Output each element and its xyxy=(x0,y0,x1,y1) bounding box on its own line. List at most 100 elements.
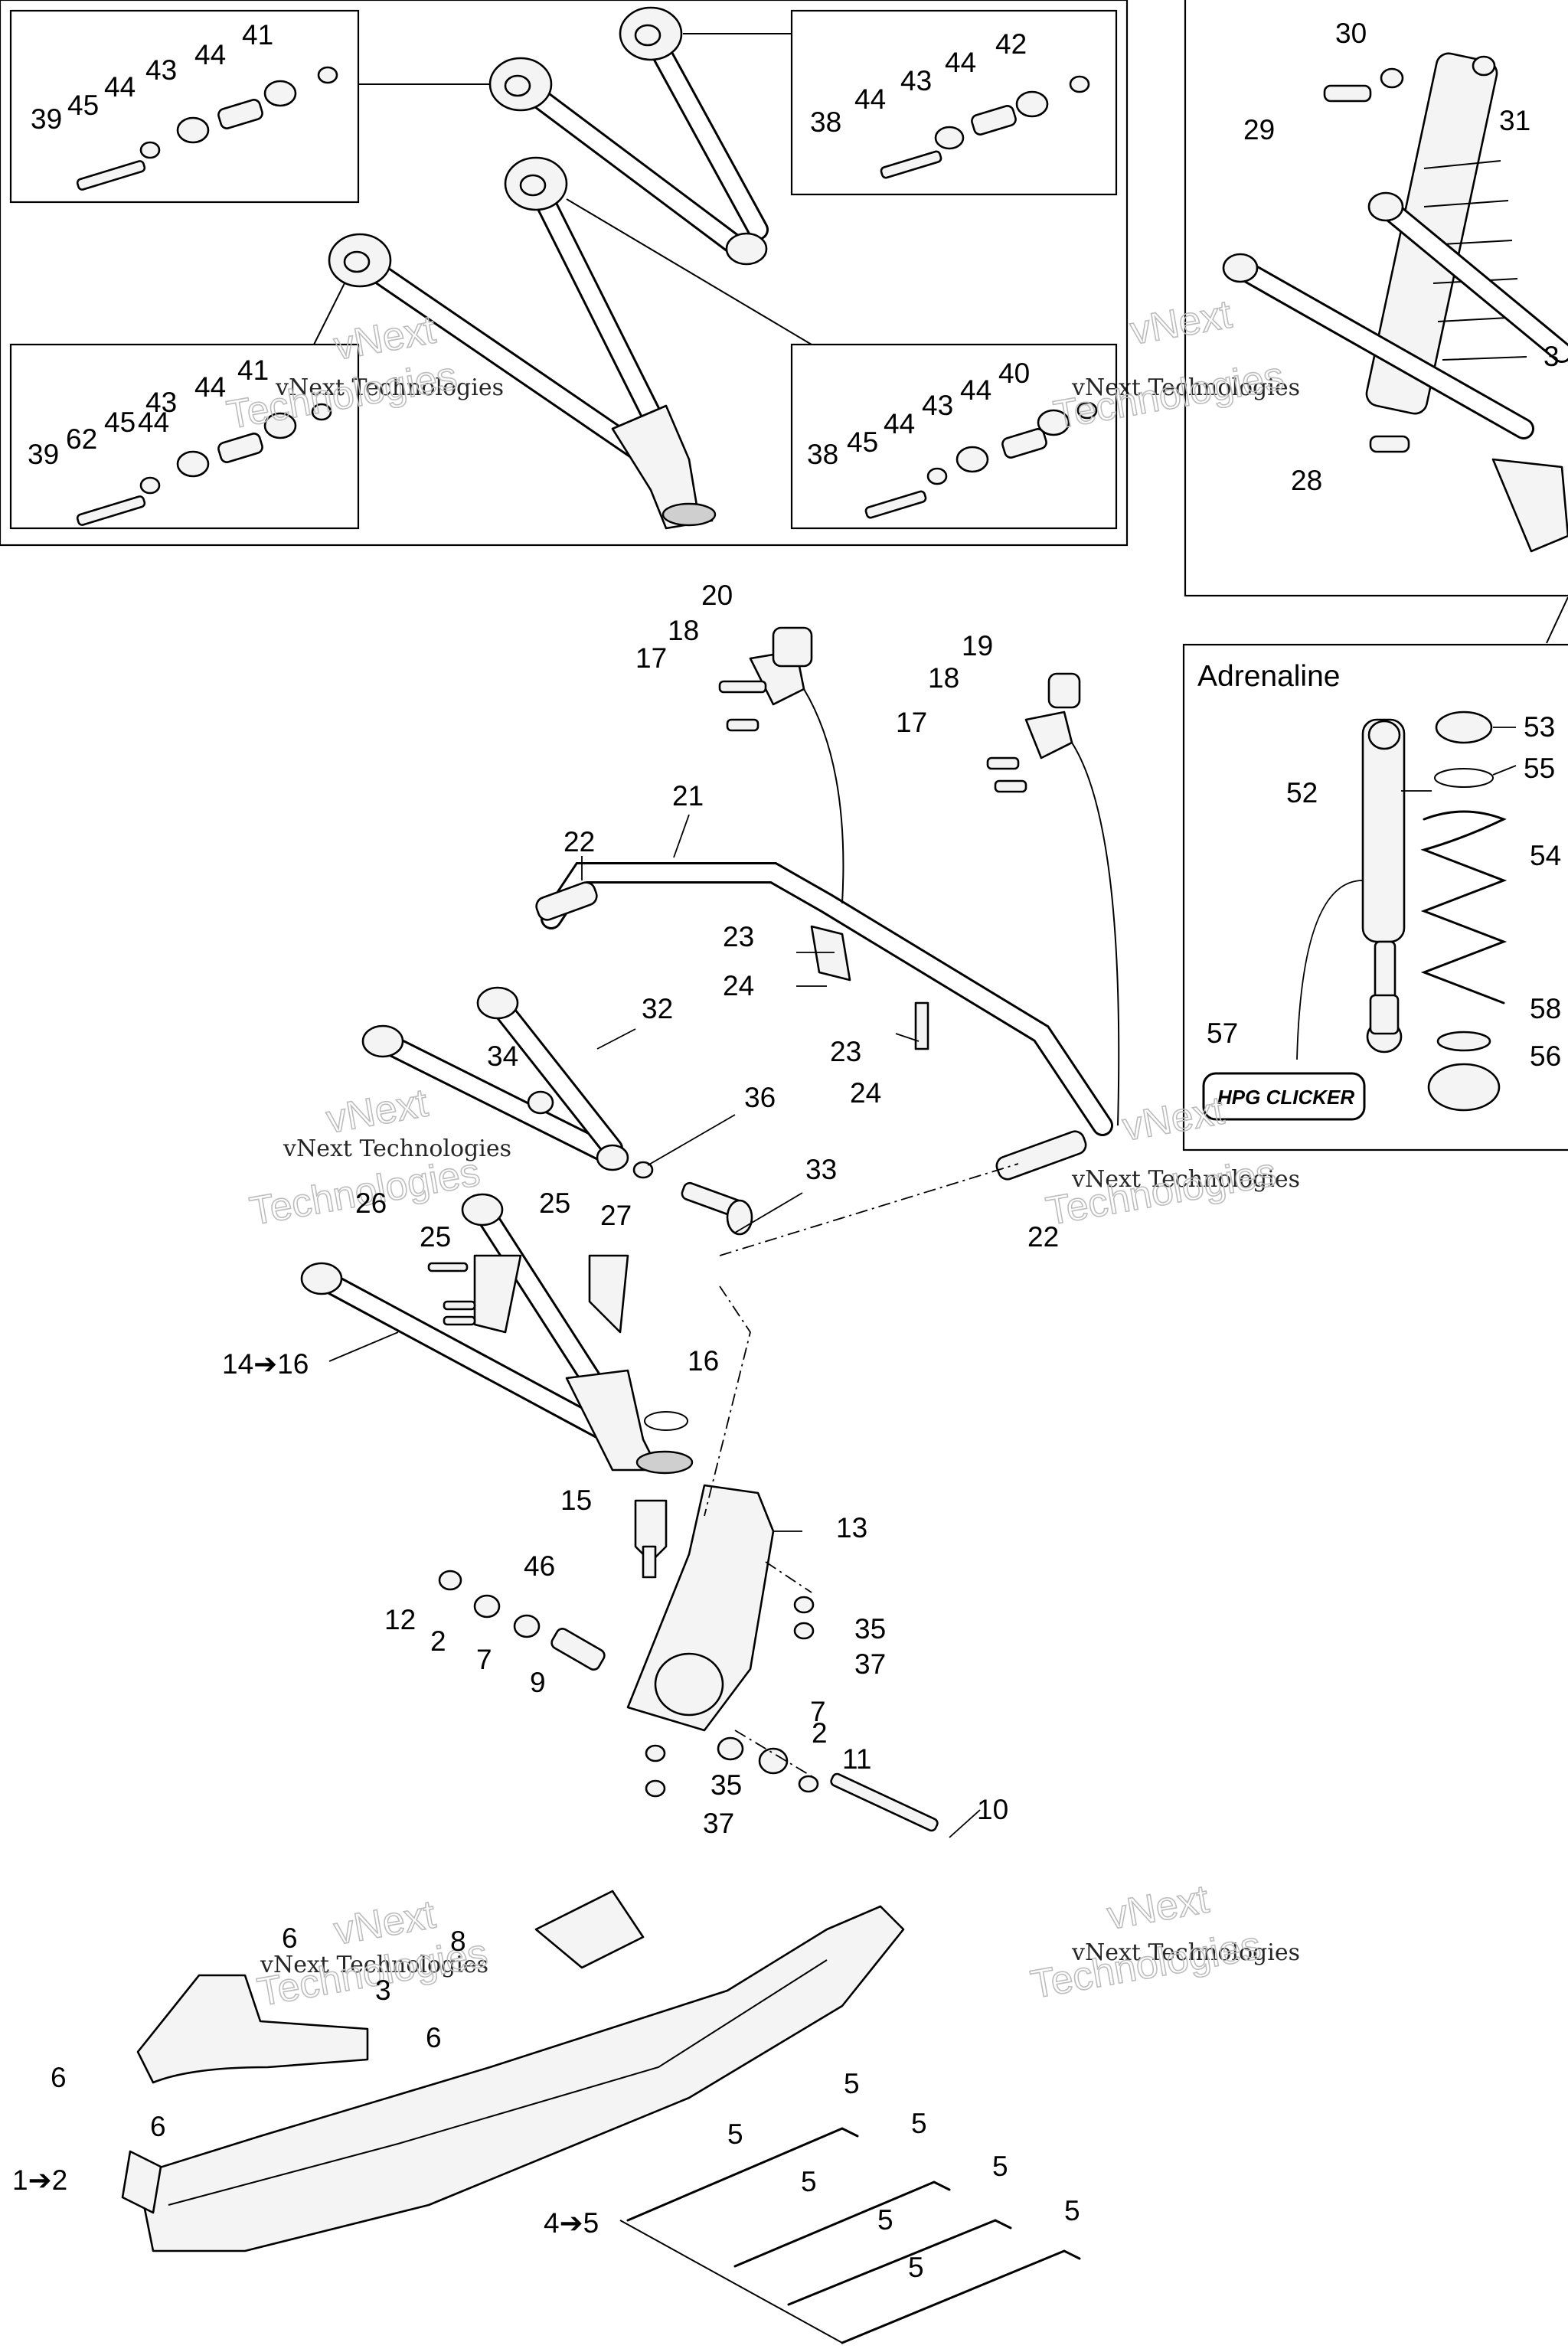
callout: 39 xyxy=(31,103,62,135)
callout: 5 xyxy=(727,2118,743,2150)
callout-labels: 41 44 43 44 45 39 42 44 43 44 38 30 29 3… xyxy=(12,18,1561,2283)
hpg-clicker-logo: HPG CLICKER xyxy=(1202,1072,1366,1121)
leader-lines xyxy=(328,727,1517,1838)
callout: 22 xyxy=(1027,1221,1059,1253)
spindle-hardware xyxy=(438,1570,939,1832)
callout: 39 xyxy=(28,439,59,470)
callout: 16 xyxy=(688,1345,719,1377)
callout: 24 xyxy=(723,970,754,1001)
ski-runners xyxy=(619,2127,1081,2344)
callout: 30 xyxy=(1335,18,1367,49)
callout: 36 xyxy=(744,1082,776,1113)
callout: 44 xyxy=(960,374,991,406)
callout: 25 xyxy=(420,1221,451,1253)
hardware-stack-bottom-right xyxy=(864,401,1098,519)
hardware-box-bottom-right xyxy=(790,343,1118,530)
callout: 23 xyxy=(830,1036,861,1067)
svg-text:vNext: vNext xyxy=(323,1081,432,1142)
callout: 44 xyxy=(194,371,226,403)
upper-detail-frame xyxy=(0,0,1129,547)
callout: 46 xyxy=(524,1550,555,1582)
callout: 55 xyxy=(1524,753,1555,784)
callout: 7 xyxy=(476,1644,492,1675)
hardware-stack-top-right xyxy=(880,75,1090,179)
callout: 5 xyxy=(801,2166,817,2197)
callout: 23 xyxy=(723,921,754,952)
callout: 5 xyxy=(1064,2195,1080,2226)
callout: 11 xyxy=(842,1743,871,1775)
callout: 20 xyxy=(701,580,733,611)
callout: 44 xyxy=(854,83,886,115)
callout: 54 xyxy=(1530,840,1561,871)
callout: 40 xyxy=(998,358,1030,389)
callout: 43 xyxy=(145,54,177,86)
callout: 32 xyxy=(642,993,673,1024)
callout: 43 xyxy=(900,65,932,96)
callout: 34 xyxy=(487,1040,518,1072)
callout: 27 xyxy=(600,1200,632,1231)
spindle xyxy=(626,1484,775,1732)
callout: 38 xyxy=(807,439,838,470)
callout: 45 xyxy=(847,426,878,458)
callout: 41 xyxy=(237,354,269,386)
callout: 42 xyxy=(995,28,1027,60)
callout: 44 xyxy=(945,47,976,78)
svg-text:Technologies: Technologies xyxy=(1043,1150,1279,1234)
callout: 24 xyxy=(850,1077,881,1109)
callout: 44 xyxy=(884,408,915,439)
callout: 1➔2 xyxy=(12,2164,67,2196)
shock-mount-blocks xyxy=(427,1254,629,1334)
svg-text:vNext: vNext xyxy=(1119,1089,1228,1150)
callout: 2 xyxy=(430,1625,446,1657)
hardware-stack-bottom-left xyxy=(76,403,332,526)
callout: 17 xyxy=(896,707,927,738)
adrenaline-inset-frame xyxy=(1182,643,1568,1152)
callout: 29 xyxy=(1243,114,1275,145)
callout: 35 xyxy=(854,1613,886,1645)
hardware-stack-top-left xyxy=(76,66,338,191)
callout: 10 xyxy=(977,1794,1008,1825)
callout: 44 xyxy=(138,407,169,438)
svg-text:vNext: vNext xyxy=(1104,1877,1213,1939)
sway-bar xyxy=(535,862,1113,1181)
adrenaline-spring xyxy=(1420,710,1508,1112)
svg-text:Technologies: Technologies xyxy=(1027,1923,1264,2007)
callout: 9 xyxy=(530,1667,546,1698)
callout: 6 xyxy=(426,2022,442,2053)
callout: 44 xyxy=(194,39,226,70)
callout: 31 xyxy=(1499,105,1530,136)
lower-a-arm xyxy=(300,1193,694,1475)
callout: 43 xyxy=(922,390,953,421)
shock-detail-frame xyxy=(1184,0,1568,597)
callout: 37 xyxy=(854,1648,886,1680)
svg-text:vNext: vNext xyxy=(1127,292,1236,354)
logo-text: HPG CLICKER xyxy=(1217,1086,1354,1109)
adrenaline-shock xyxy=(1361,718,1406,1054)
callout: 57 xyxy=(1207,1018,1238,1049)
adrenaline-title: Adrenaline xyxy=(1197,660,1340,693)
callout: 19 xyxy=(962,630,993,662)
callout: 22 xyxy=(564,826,595,858)
hardware-box-top-left xyxy=(9,9,360,204)
callout: 28 xyxy=(1291,465,1322,496)
callout: 45 xyxy=(104,407,136,438)
callout: 18 xyxy=(928,662,959,694)
callout: 35 xyxy=(710,1769,742,1801)
callout: 6 xyxy=(282,1922,298,1954)
svg-text:vNext Technologies: vNext Technologies xyxy=(1071,374,1300,401)
ski xyxy=(121,1890,905,2252)
callout: 7 xyxy=(810,1696,826,1727)
callout: 15 xyxy=(560,1485,592,1516)
svg-text:vNext Technologies: vNext Technologies xyxy=(1071,1166,1300,1193)
callout: 5 xyxy=(992,2151,1008,2182)
callout: 41 xyxy=(242,19,273,51)
svg-text:vNext Technologies: vNext Technologies xyxy=(260,1952,488,1978)
callout: 38 xyxy=(810,106,841,138)
callout: 26 xyxy=(355,1187,387,1219)
callout: 5 xyxy=(877,2204,893,2236)
callout: 53 xyxy=(1524,711,1555,743)
svg-text:vNext Technologies: vNext Technologies xyxy=(283,1135,511,1162)
callout: 8 xyxy=(450,1926,466,1957)
hardware-box-top-right xyxy=(790,9,1118,196)
